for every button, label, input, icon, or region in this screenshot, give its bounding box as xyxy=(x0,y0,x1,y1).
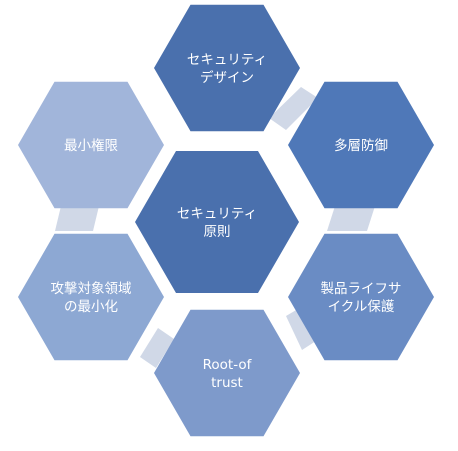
hexagon-root-of-trust-label-line-1: Root-of xyxy=(203,357,253,373)
connector-2 xyxy=(327,206,375,231)
hexagon-least-privilege: 最小権限 xyxy=(18,81,164,209)
hexagons: セキュリティ原則セキュリティデザイン多層防御製品ライフサイクル保護Root-of… xyxy=(18,4,434,437)
center-hexagon-shape xyxy=(135,150,299,294)
connector-5 xyxy=(55,206,99,231)
hexagon-lifecycle-protection-label-line-1: 製品ライフサ xyxy=(321,281,402,297)
hexagon-security-design-shape xyxy=(154,4,300,132)
hexagon-lifecycle-protection-shape xyxy=(288,233,434,361)
connector-3 xyxy=(286,306,319,350)
connector-1 xyxy=(269,87,318,130)
hexagon-security-design-label-line-2: デザイン xyxy=(200,69,254,86)
hexagon-root-of-trust-label-line-2: trust xyxy=(211,375,243,391)
hexagon-attack-surface-minimization-shape xyxy=(18,233,164,361)
hexagon-least-privilege-shape xyxy=(18,81,164,209)
hexagon-attack-surface-minimization-label-line-2: の最小化 xyxy=(64,299,118,315)
hexagon-defense-in-depth: 多層防御 xyxy=(288,81,434,209)
hexagon-lifecycle-protection-label-line-2: イクル保護 xyxy=(328,299,395,315)
connectors xyxy=(55,87,375,368)
hexagon-root-of-trust-shape xyxy=(154,309,300,437)
hexagon-defense-in-depth-label-line-1: 多層防御 xyxy=(334,137,388,154)
hexagon-root-of-trust: Root-of trust xyxy=(154,309,300,437)
hexagon-defense-in-depth-shape xyxy=(288,81,434,209)
connector-4 xyxy=(140,328,174,368)
hexagon-attack-surface-minimization-label-line-1: 攻撃対象領域 xyxy=(51,280,132,297)
hexagon-security-design-label-line-1: セキュリティ xyxy=(187,52,267,68)
center-hexagon-label-line-2: 原則 xyxy=(204,224,231,240)
hexagon-least-privilege-label-line-1: 最小権限 xyxy=(64,137,118,154)
center-hexagon-label-line-1: セキュリティ xyxy=(177,206,257,222)
